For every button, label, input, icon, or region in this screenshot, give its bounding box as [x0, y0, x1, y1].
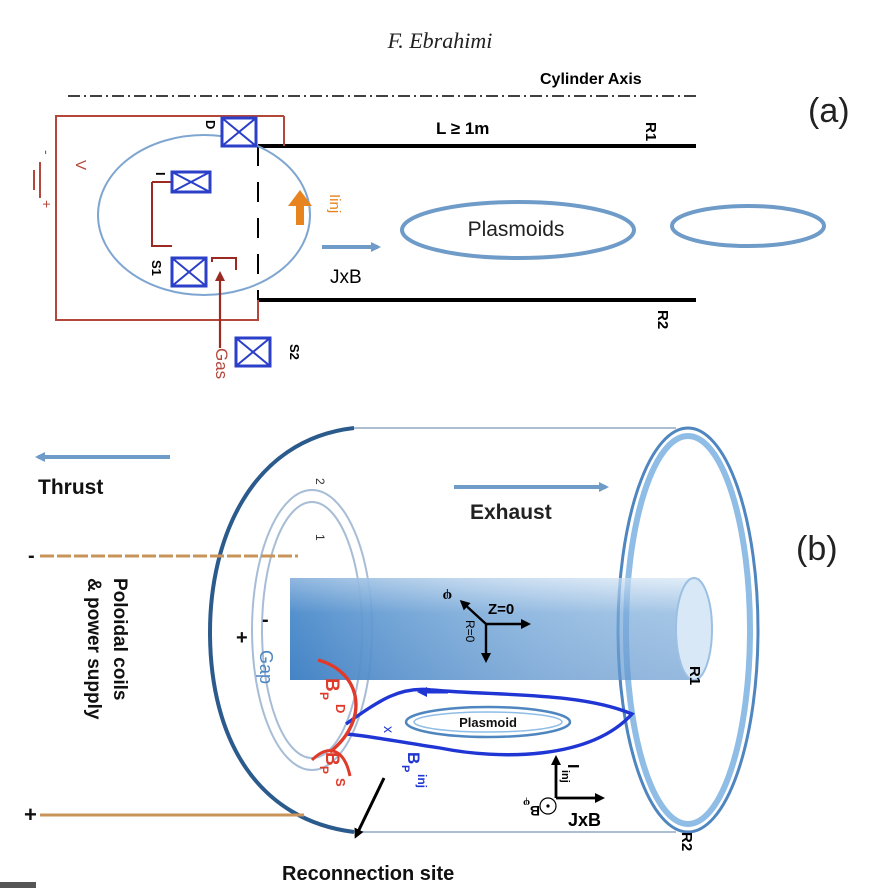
- bp-s-main: B: [321, 752, 342, 766]
- x-point-label: x: [381, 726, 397, 733]
- coil-i-label: I: [153, 172, 168, 176]
- r2-label-b: R2: [678, 832, 695, 851]
- voltage-label: V: [72, 160, 89, 170]
- coil-2-label: 2: [313, 478, 327, 485]
- i-inj-sub: inj: [559, 770, 571, 783]
- bp-s-field-line: [310, 749, 352, 777]
- inner-cylinder-end: [675, 577, 713, 681]
- coil-s1: [170, 256, 208, 288]
- coil-s1-label: S1: [149, 260, 164, 276]
- b-phi-circle: [539, 797, 557, 815]
- author-header: F. Ebrahimi: [387, 28, 493, 53]
- plasmoid-ring-b: [404, 705, 572, 739]
- plasmoid-ring-b-inner: [413, 711, 563, 733]
- gap-label: Gap: [256, 650, 276, 684]
- z-axis-label: Z=0: [488, 601, 514, 618]
- footer-rule: [0, 882, 36, 888]
- gap-plus-label: +: [236, 627, 248, 649]
- panel-a-label: (a): [808, 92, 850, 130]
- coil-wiring: [151, 181, 237, 270]
- reconnection-label: Reconnection site: [282, 863, 454, 885]
- plasmoid-ring-1: [400, 200, 636, 260]
- lead-plus-label: +: [24, 802, 37, 827]
- cylinder-axis-label: Cylinder Axis: [540, 71, 642, 88]
- r1-label-a: R1: [642, 122, 659, 141]
- bp-inj-main: B: [404, 752, 423, 764]
- reconnection-arrow: [354, 777, 386, 839]
- r2-label-a: R2: [654, 310, 671, 329]
- poloidal-coils-label: Poloidal coils: [109, 578, 130, 700]
- bp-inj-sup: inj: [415, 774, 429, 788]
- gas-label: Gas: [212, 348, 231, 379]
- bp-d-label: B P D: [317, 678, 348, 713]
- b-phi-sub: φ: [523, 797, 530, 809]
- injector-field-ellipse: [97, 134, 311, 296]
- jxb-label-b: JxB: [568, 810, 601, 830]
- bp-d-main: B: [321, 678, 342, 692]
- gap-minus-label: -: [262, 609, 269, 631]
- plasmoid-label: Plasmoid: [459, 715, 517, 730]
- length-label: L ≥ 1m: [436, 119, 489, 138]
- voltage-minus: -: [39, 150, 55, 155]
- exhaust-label: Exhaust: [470, 501, 552, 524]
- jxb-label-a: JxB: [330, 267, 362, 288]
- i-inj-label: I inj: [559, 764, 581, 783]
- bp-inj-sub: P: [399, 765, 411, 772]
- bp-d-sup: D: [333, 704, 348, 713]
- injection-current-arrow: [288, 190, 312, 225]
- i-inj-main: I: [564, 764, 581, 768]
- panel-a: (a) Cylinder Axis L ≥ 1m R1 R2 V - +: [33, 71, 850, 379]
- coil-i: [170, 170, 212, 194]
- b-phi-label: B φ: [523, 797, 540, 819]
- panel-b: (b) Thrust Exhaust 2 1: [24, 426, 838, 885]
- phi-axis-label: φ: [443, 588, 452, 604]
- injection-current-label: Iinj: [326, 194, 343, 213]
- power-supply-label: & power supply: [83, 578, 104, 720]
- r-axis-label: R=0: [463, 620, 477, 643]
- bp-d-field-line: [317, 658, 358, 754]
- b-phi-dot: [546, 804, 550, 808]
- bp-s-label: B P S: [317, 752, 348, 787]
- bp-d-sub: P: [317, 692, 331, 700]
- lead-minus-label: -: [28, 545, 35, 567]
- coil-s2: [234, 336, 272, 368]
- coil-1-label: 1: [313, 534, 327, 541]
- plasmoid-ring-2: [670, 204, 826, 248]
- bp-s-sub: P: [317, 766, 331, 774]
- cylinder-back-rim: [207, 426, 355, 834]
- bp-inj-label: B P inj: [399, 752, 429, 788]
- bp-s-sup: S: [333, 778, 348, 787]
- thrust-label: Thrust: [38, 476, 103, 499]
- coil-s2-label: S2: [287, 344, 302, 360]
- phi-axis-arrow: [459, 599, 487, 625]
- inner-cylinder-shade: [290, 578, 700, 680]
- coil-d: [220, 116, 258, 148]
- panel-b-label: (b): [796, 530, 838, 568]
- b-phi-main: B: [530, 803, 540, 819]
- plasmoids-label: Plasmoids: [468, 218, 565, 241]
- voltage-circuit: [55, 115, 285, 321]
- r1-label-b: R1: [686, 666, 703, 685]
- voltage-plus: +: [39, 200, 55, 208]
- coil-d-label: D: [203, 120, 218, 129]
